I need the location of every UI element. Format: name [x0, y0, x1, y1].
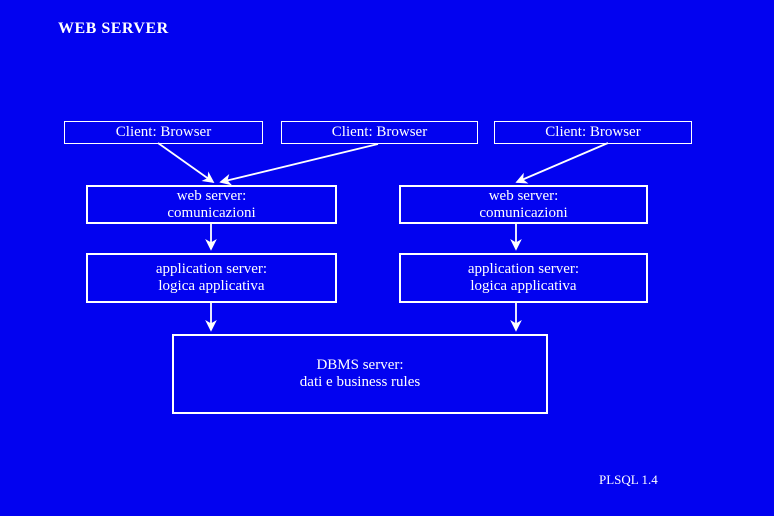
box-client-browser-left: Client: Browser — [64, 121, 263, 144]
box-label: Client: Browser — [331, 124, 428, 140]
box-application-server-left: application server: logica applicativa — [86, 253, 337, 303]
box-label: Client: Browser — [115, 124, 212, 140]
slide-title: WEB SERVER — [58, 20, 169, 37]
box-label: Client: Browser — [545, 124, 641, 140]
box-web-server-right: web server: comunicazioni — [399, 185, 648, 224]
box-client-browser-right: Client: Browser — [494, 121, 692, 144]
box-label-line1: application server: — [155, 261, 268, 277]
box-label-line1: web server: — [488, 187, 559, 204]
box-label-line2: comunicazioni — [479, 204, 568, 221]
box-label-line1: application server: — [467, 261, 580, 277]
slide-footer: PLSQL 1.4 — [599, 472, 658, 487]
arrow-client1-to-web1 — [157, 142, 215, 184]
box-label-line1: DBMS server: — [316, 357, 404, 373]
arrow-client3-to-web2 — [515, 142, 609, 184]
box-client-browser-center: Client: Browser — [281, 121, 478, 144]
box-label-line2: logica applicativa — [158, 278, 265, 294]
box-dbms-server: DBMS server: dati e business rules — [172, 334, 548, 414]
box-label-line2: comunicazioni — [167, 204, 256, 221]
box-label-line1: web server: — [176, 187, 247, 204]
box-web-server-left: web server: comunicazioni — [86, 185, 337, 224]
box-application-server-right: application server: logica applicativa — [399, 253, 648, 303]
arrow-client2-to-web1 — [219, 143, 379, 186]
box-label-line2: dati e business rules — [299, 374, 421, 390]
box-label-line2: logica applicativa — [470, 278, 577, 294]
